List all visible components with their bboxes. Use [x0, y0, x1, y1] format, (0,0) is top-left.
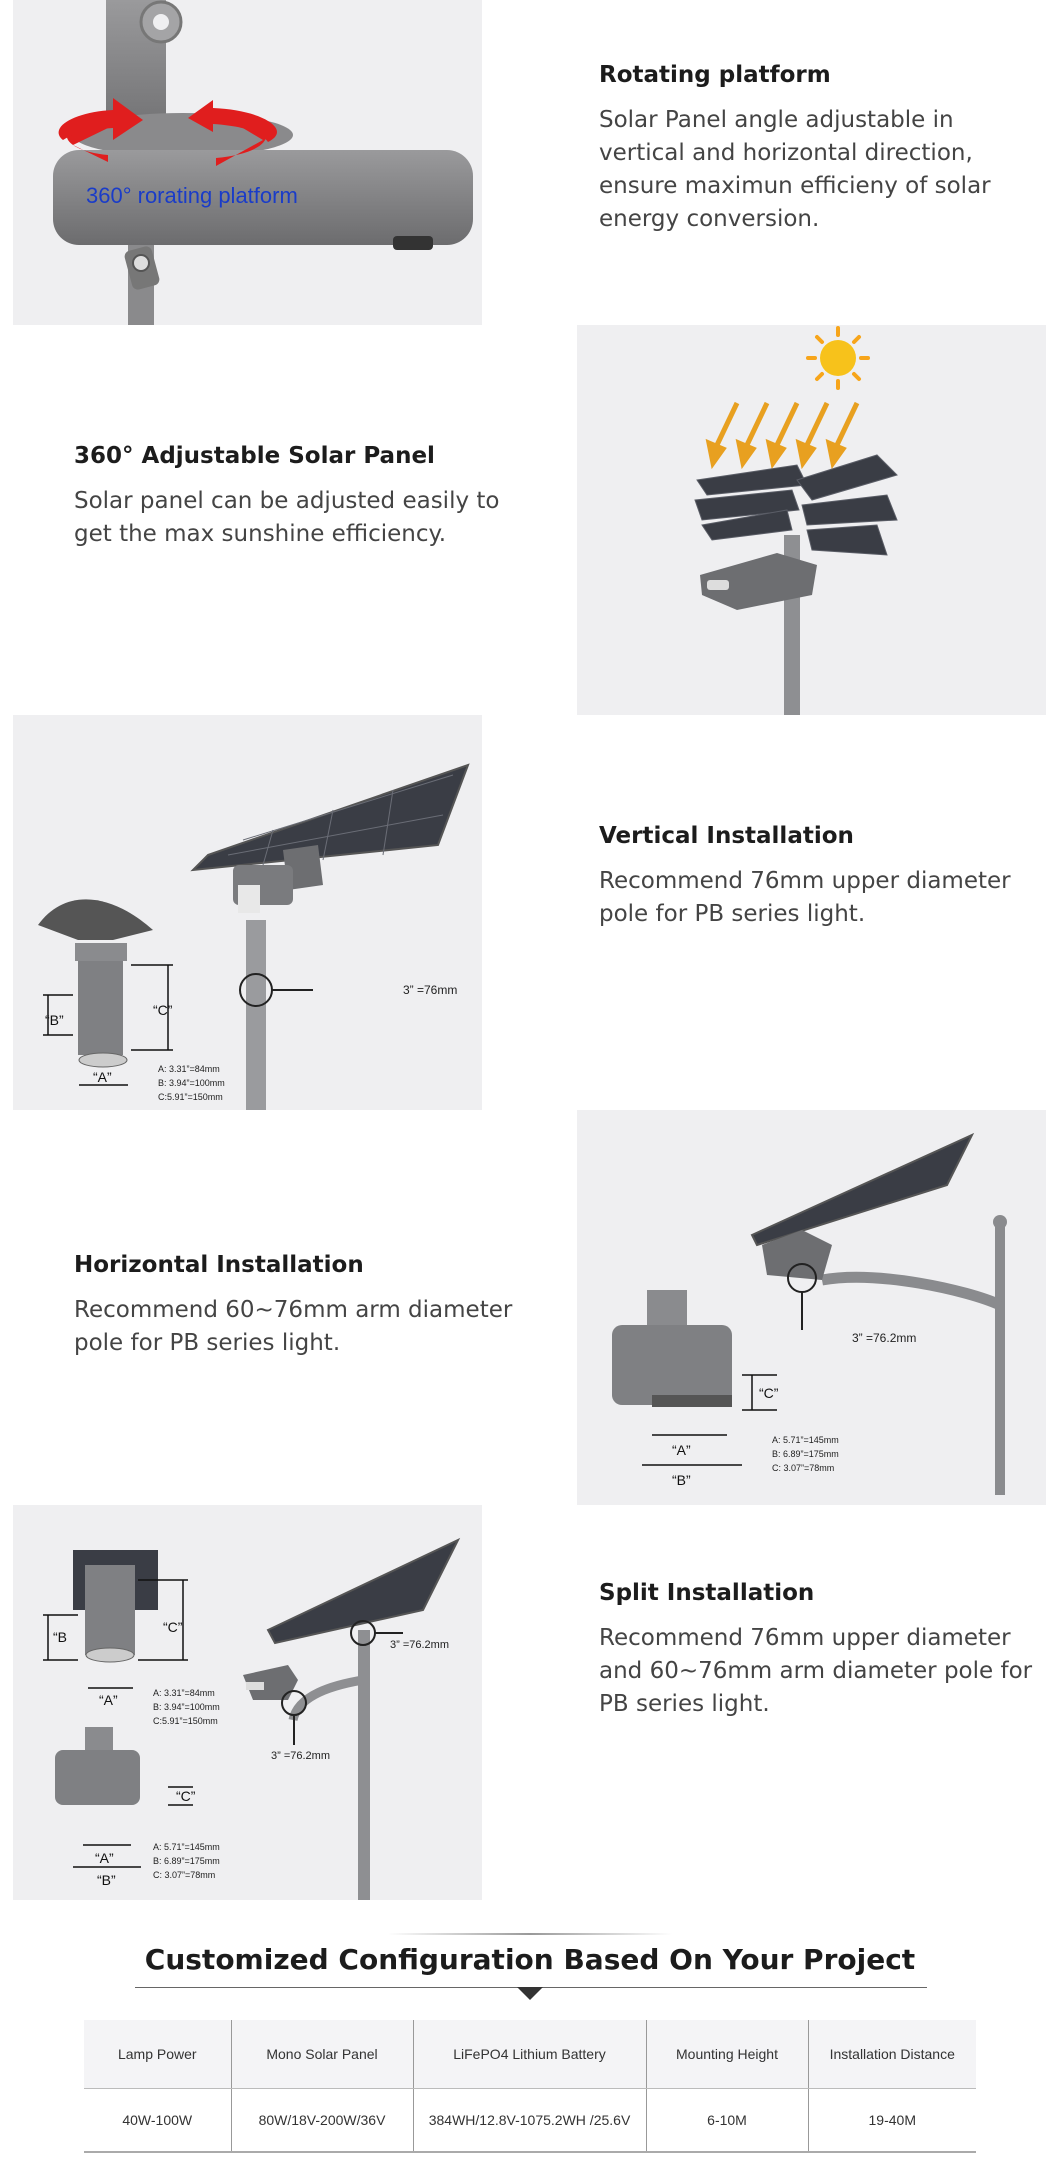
- dimension-a-label: “A”: [99, 1692, 118, 1708]
- dimension-c-label: “C”: [163, 1619, 183, 1635]
- pole-diameter-arm-label: 3” =76.2mm: [271, 1750, 330, 1762]
- split-installation-section: Split Installation Recommend 76mm upper …: [599, 1580, 1039, 1721]
- header-battery: LiFePO4 Lithium Battery: [412, 2020, 646, 2089]
- section-title: Rotating platform: [599, 62, 831, 88]
- section-title: Split Installation: [599, 1580, 815, 1606]
- pole-diameter-label: 3” =76mm: [403, 983, 457, 997]
- dimension-b2-value: B: 6.89”=175mm: [153, 1856, 220, 1866]
- sun-icon: [806, 326, 870, 390]
- pole-diameter-label: 3” =76.2mm: [852, 1331, 916, 1345]
- dimension-c-label: “C”: [153, 1002, 173, 1018]
- cell-battery: 384WH/12.8V-1075.2WH /25.6V: [412, 2088, 646, 2153]
- horizontal-installation-section: Horizontal Installation Recommend 60~76m…: [74, 1252, 514, 1360]
- horizontal-installation-image: 3” =76.2mm “C” “A” “B” A: 5.71”=145mm B:…: [577, 1110, 1046, 1505]
- cell-installation-distance: 19-40M: [807, 2088, 976, 2153]
- section-body: Solar Panel angle adjustable in vertical…: [599, 107, 991, 232]
- dimension-b-value: B: 6.89”=175mm: [772, 1449, 839, 1459]
- dimension-a-value: A: 3.31”=84mm: [153, 1688, 215, 1698]
- dimension-c2-value: C: 3.07”=78mm: [153, 1870, 215, 1880]
- cell-mounting-height: 6-10M: [645, 2088, 808, 2153]
- dimension-b2-label: “B”: [97, 1872, 116, 1888]
- header-solar-panel: Mono Solar Panel: [230, 2020, 413, 2089]
- section-body: Recommend 60~76mm arm diameter pole for …: [74, 1297, 513, 1356]
- dimension-c-value: C: 3.07”=78mm: [772, 1463, 834, 1473]
- pole-diameter-top-label: 3” =76.2mm: [390, 1639, 449, 1651]
- section-title: Horizontal Installation: [74, 1252, 364, 1278]
- dimension-b-label: “B”: [45, 1012, 64, 1028]
- title-divider-top: [388, 1933, 672, 1935]
- rotating-platform-section: Rotating platform Solar Panel angle adju…: [599, 62, 1039, 236]
- rotating-platform-caption: 360° rorating platform: [86, 183, 298, 208]
- header-mounting-height: Mounting Height: [645, 2020, 808, 2089]
- table-header-row: Lamp Power Mono Solar Panel LiFePO4 Lith…: [84, 2020, 976, 2089]
- dimension-b-label: “B”: [672, 1472, 691, 1488]
- cell-solar-panel: 80W/18V-200W/36V: [230, 2088, 413, 2153]
- cell-lamp-power: 40W-100W: [84, 2088, 231, 2153]
- section-title: Vertical Installation: [599, 823, 854, 849]
- dimension-b-value: B: 3.94”=100mm: [158, 1078, 225, 1088]
- dimension-b-label: “B: [53, 1629, 67, 1645]
- dimension-c2-label: “C”: [176, 1788, 196, 1804]
- dimension-c-label: “C”: [759, 1385, 779, 1401]
- vertical-installation-image: 3” =76mm “B” “C” “A” A: 3.31”=84mm B: 3.…: [13, 715, 482, 1110]
- section-body: Recommend 76mm upper diameter pole for P…: [599, 868, 1011, 927]
- header-installation-distance: Installation Distance: [807, 2020, 976, 2089]
- dimension-a2-value: A: 5.71”=145mm: [153, 1842, 220, 1852]
- split-installation-image: 3” =76.2mm 3” =76.2mm “B “C” “A” A: 3.31…: [13, 1505, 482, 1900]
- caret-down-icon: [517, 1987, 543, 2000]
- section-title: 360° Adjustable Solar Panel: [74, 443, 435, 469]
- adjustable-panel-section: 360° Adjustable Solar Panel Solar panel …: [74, 443, 514, 551]
- config-table: Lamp Power Mono Solar Panel LiFePO4 Lith…: [84, 2020, 976, 2153]
- vertical-installation-section: Vertical Installation Recommend 76mm upp…: [599, 823, 1039, 931]
- dimension-a2-label: “A”: [95, 1850, 114, 1866]
- config-title: Customized Configuration Based On Your P…: [144, 1943, 916, 1976]
- dimension-a-value: A: 3.31”=84mm: [158, 1064, 220, 1074]
- section-body: Solar panel can be adjusted easily to ge…: [74, 488, 500, 547]
- dimension-a-label: “A”: [93, 1069, 112, 1085]
- rotating-platform-image: 360° rorating platform: [13, 0, 482, 325]
- table-row: 40W-100W 80W/18V-200W/36V 384WH/12.8V-10…: [84, 2088, 976, 2153]
- adjustable-panel-image: [577, 325, 1046, 715]
- dimension-a-label: “A”: [672, 1442, 691, 1458]
- header-lamp-power: Lamp Power: [84, 2020, 231, 2089]
- dimension-b-value: B: 3.94”=100mm: [153, 1702, 220, 1712]
- dimension-a-value: A: 5.71”=145mm: [772, 1435, 839, 1445]
- dimension-c-value: C:5.91”=150mm: [158, 1092, 223, 1102]
- dimension-c-value: C:5.91”=150mm: [153, 1716, 218, 1726]
- section-body: Recommend 76mm upper diameter and 60~76m…: [599, 1625, 1033, 1717]
